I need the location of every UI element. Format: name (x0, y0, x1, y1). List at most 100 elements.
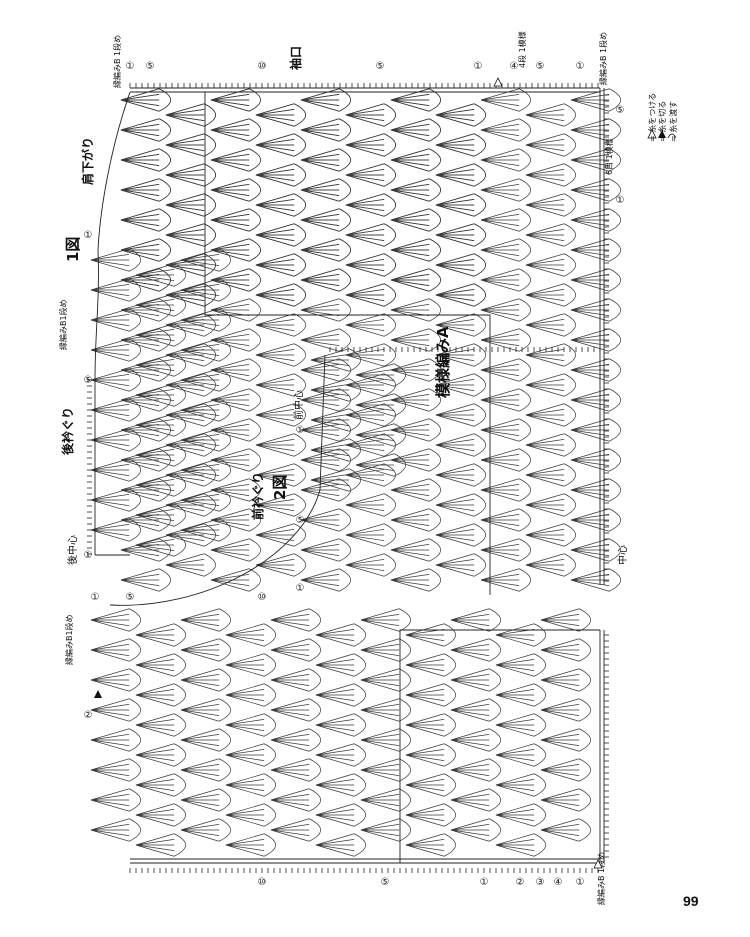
motif (390, 478, 441, 502)
motif (525, 163, 576, 187)
row-marker: ① (296, 425, 305, 436)
motif (390, 448, 441, 472)
row-marker-label: ② (516, 877, 525, 888)
motif (180, 668, 231, 692)
motif (390, 538, 441, 562)
motif (180, 728, 231, 752)
motif (135, 773, 186, 797)
motif (480, 238, 531, 262)
motif (135, 683, 186, 707)
motif (225, 623, 276, 647)
motif (90, 818, 141, 842)
edge-b-bottom-label: 縁編みB 1段め (596, 852, 606, 905)
row-marker-label: ① (474, 61, 483, 72)
motif (210, 118, 261, 142)
motif (540, 668, 591, 692)
motif (480, 148, 531, 172)
pattern-label: 模様編みA (434, 326, 452, 398)
stitch-ticks (87, 83, 609, 873)
motif (315, 743, 366, 767)
motif (255, 313, 306, 337)
motif (210, 328, 261, 352)
motif (90, 308, 141, 332)
row-marker-label: ① (576, 877, 585, 888)
motif (435, 133, 486, 157)
row-marker: ① (126, 61, 135, 72)
motif (255, 433, 306, 457)
motif (390, 328, 441, 352)
motif (345, 163, 396, 187)
legend-attach: = 糸をつける (647, 93, 657, 142)
motif (570, 328, 621, 352)
motif (390, 418, 441, 442)
motif (90, 458, 141, 482)
loop-arrow-icon (667, 133, 677, 139)
legend-cut: = 糸を切る (657, 101, 667, 142)
motif (225, 833, 276, 857)
row-marker: ④ (510, 61, 519, 72)
motif (90, 368, 141, 392)
motif (255, 193, 306, 217)
motif (270, 758, 321, 782)
row-marker: ① (84, 230, 93, 241)
motif (165, 103, 216, 127)
motif (450, 608, 501, 632)
center-label: 中心 (616, 545, 629, 565)
back-neck-label: 後衿ぐり (60, 407, 75, 455)
motif (570, 208, 621, 232)
open-triangle-icon (593, 859, 603, 869)
motif (345, 133, 396, 157)
row-marker-label: ⑤ (126, 592, 135, 603)
motif (450, 788, 501, 812)
motif (480, 538, 531, 562)
motif (540, 728, 591, 752)
motif (360, 608, 411, 632)
row-marker: ② (84, 710, 93, 721)
motif (135, 473, 186, 497)
motif (180, 368, 231, 392)
motif (270, 638, 321, 662)
motif (495, 653, 546, 677)
motif-grid (90, 88, 621, 857)
motif (180, 698, 231, 722)
motif (360, 638, 411, 662)
motif (570, 388, 621, 412)
motif (570, 178, 621, 202)
motif (255, 373, 306, 397)
motif (90, 278, 141, 302)
motif (255, 223, 306, 247)
page-number: 99 (683, 893, 699, 909)
motif (255, 133, 306, 157)
motif (310, 468, 361, 492)
row-marker: ⑤ (84, 375, 93, 386)
motif (570, 508, 621, 532)
motif (315, 623, 366, 647)
motif (345, 553, 396, 577)
motif (450, 758, 501, 782)
motif (135, 353, 186, 377)
motif (165, 133, 216, 157)
motif (165, 223, 216, 247)
motif (525, 283, 576, 307)
motif (165, 193, 216, 217)
motif (345, 343, 396, 367)
filled-triangle-icon (94, 690, 102, 698)
motif (345, 403, 396, 427)
motif (540, 788, 591, 812)
motif (345, 253, 396, 277)
motif (300, 238, 351, 262)
motif (135, 713, 186, 737)
motif (315, 803, 366, 827)
motif (135, 263, 186, 287)
row-marker: ⑤ (536, 61, 545, 72)
motif (300, 178, 351, 202)
motif (300, 118, 351, 142)
motif (480, 178, 531, 202)
motif (135, 743, 186, 767)
row-marker-label: ② (84, 710, 93, 721)
motif (135, 653, 186, 677)
back-center-label: 後中心 (66, 535, 79, 565)
row-marker: ① (616, 195, 625, 206)
sleeve-label: 袖口 (288, 46, 303, 70)
